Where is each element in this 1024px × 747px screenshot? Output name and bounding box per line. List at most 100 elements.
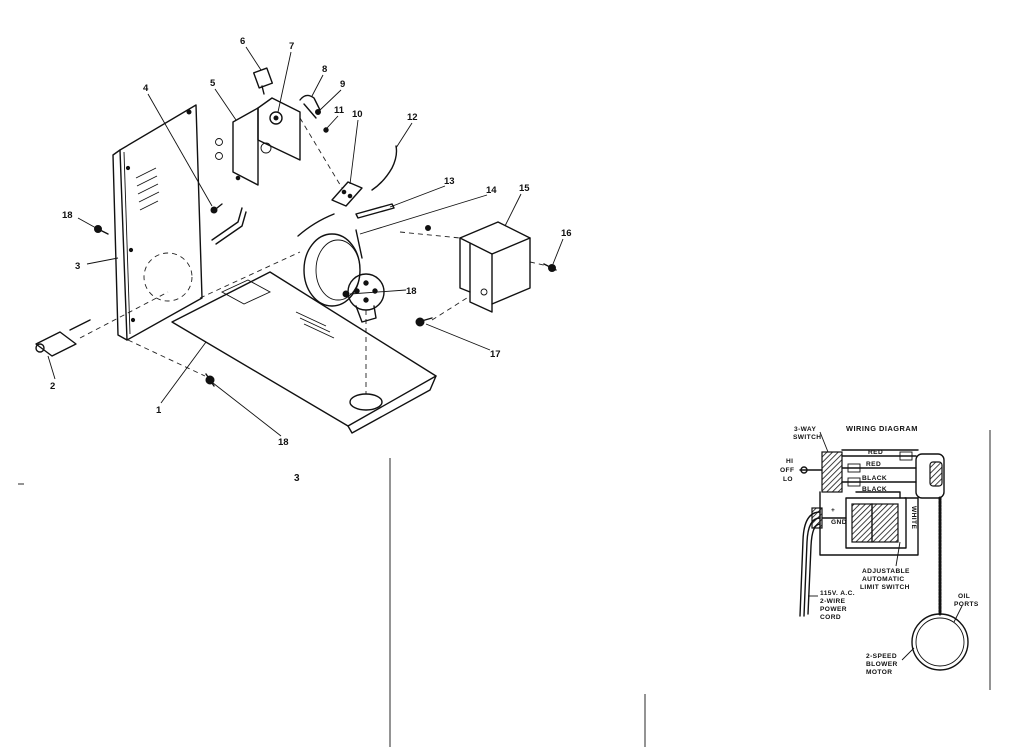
- leader-line: [395, 122, 413, 149]
- harness-wire: [215, 211, 247, 245]
- part-cover-bracket: [459, 221, 531, 313]
- switch-terminal: [261, 85, 265, 95]
- wire-harness: [211, 207, 247, 245]
- back-panel-flange: [112, 149, 128, 341]
- motor-connector: [915, 453, 945, 499]
- leader-line: [389, 185, 446, 208]
- hub-hole: [354, 288, 360, 294]
- terminal-contact: [341, 189, 347, 195]
- motor-housing: [303, 233, 361, 307]
- bracket-side-face: [232, 107, 259, 186]
- screw-head: [415, 317, 425, 327]
- leader-line: [212, 382, 282, 437]
- part-screw-17: [415, 317, 433, 327]
- plate-mark: [299, 317, 331, 333]
- limit-switch-label-line: ADJUSTABLE: [862, 568, 910, 575]
- leader-line: [160, 341, 207, 404]
- screw-head: [548, 264, 556, 272]
- screw-head: [205, 375, 215, 385]
- cover-tab: [469, 291, 493, 313]
- oil-ports-label-line: OIL: [958, 593, 970, 600]
- small-bracket-body: [35, 331, 77, 357]
- part-terminal-block: [331, 181, 363, 207]
- base-plate-edge: [347, 375, 437, 434]
- motor-label-line: BLOWER: [866, 661, 898, 668]
- callout-number: 13: [444, 176, 455, 187]
- part-screw-18-bottom: [205, 373, 215, 387]
- label-mark: [138, 191, 160, 203]
- callout-number: 12: [407, 112, 418, 123]
- base-plate-marks: [295, 311, 335, 339]
- page-number: 3: [294, 473, 300, 484]
- switch-label-line: 3-WAY: [794, 426, 816, 433]
- terminal-block-body: [331, 181, 363, 207]
- switch-position-lo: LO: [783, 476, 793, 483]
- part-screw-18-hub: [342, 290, 350, 298]
- cover-front-wall: [491, 237, 531, 305]
- callout-number: 5: [210, 78, 216, 89]
- bracket-nut: [215, 138, 223, 146]
- leader-line: [147, 93, 213, 207]
- bracket-front-face: [257, 97, 301, 161]
- leader-line: [349, 119, 359, 185]
- limit-switch-housing: [845, 497, 907, 549]
- cover-left-wall: [459, 237, 471, 293]
- terminal-nut: [315, 109, 321, 115]
- switch-label-line: SWITCH: [793, 434, 821, 441]
- blower-motor-inner: [915, 617, 965, 667]
- oil-ports-label-line: PORTS: [954, 601, 979, 608]
- switch-position-hi: HI: [786, 458, 793, 465]
- part-wire: [371, 145, 398, 191]
- leader-line: [214, 88, 237, 121]
- leader-line: [425, 323, 491, 351]
- motor-lead-wire: [297, 213, 335, 237]
- part-stud: [355, 229, 363, 259]
- wire-sleeve: [847, 477, 861, 487]
- motor-label-line: 2-SPEED: [866, 653, 897, 660]
- leader-line: [552, 238, 564, 265]
- wire-label-red: RED: [868, 449, 883, 456]
- part-base-plate: [171, 271, 437, 434]
- callouts: 6 7 8 9 11 10 12 13 14 15 16 17 18 18 3 …: [50, 36, 572, 448]
- part-blower-motor: [303, 233, 385, 323]
- bracket-nut: [215, 152, 223, 160]
- limit-switch-leader: [895, 541, 901, 567]
- three-way-switch: [821, 451, 843, 493]
- callout-number: 18: [406, 286, 417, 297]
- motor-leader: [901, 647, 915, 661]
- wire-label-red: RED: [866, 461, 881, 468]
- wire-lead: [303, 103, 317, 119]
- part-screw-13-end: [425, 225, 431, 231]
- base-plate-hole: [349, 393, 383, 411]
- assembly-lines: [79, 117, 549, 394]
- hub-hole: [363, 297, 369, 303]
- leader-line: [319, 89, 342, 111]
- callout-number: 4: [143, 83, 149, 94]
- switch-lever-knob: [800, 466, 808, 474]
- cover-hole: [480, 288, 488, 296]
- part-screw-4: [210, 203, 223, 214]
- callout-number: 10: [352, 109, 363, 120]
- label-mark: [136, 175, 158, 187]
- power-cord: [807, 523, 821, 615]
- exploded-view: 6 7 8 9 11 10 12 13 14 15 16 17 18 18 3 …: [35, 36, 572, 448]
- callout-number: 15: [519, 183, 530, 194]
- part-strap: [355, 203, 395, 219]
- callout-number: 16: [561, 228, 572, 239]
- terminal-screw: [323, 127, 329, 133]
- leader-line: [349, 289, 407, 295]
- assembly-line: [127, 339, 206, 377]
- power-cord-label-line: 2-WIRE: [820, 598, 846, 605]
- page-rules: [18, 430, 991, 747]
- assembly-line: [299, 117, 343, 189]
- label-mark: [135, 167, 157, 179]
- motor-housing-rim: [315, 239, 361, 301]
- wire-label-black: BLACK: [862, 486, 887, 493]
- small-bracket-screw: [35, 343, 45, 353]
- ground-label: GND: [831, 519, 847, 526]
- callout-number: 6: [240, 36, 245, 47]
- knob: [269, 111, 283, 125]
- wire-lead: [299, 94, 321, 111]
- back-panel-edge: [123, 151, 131, 335]
